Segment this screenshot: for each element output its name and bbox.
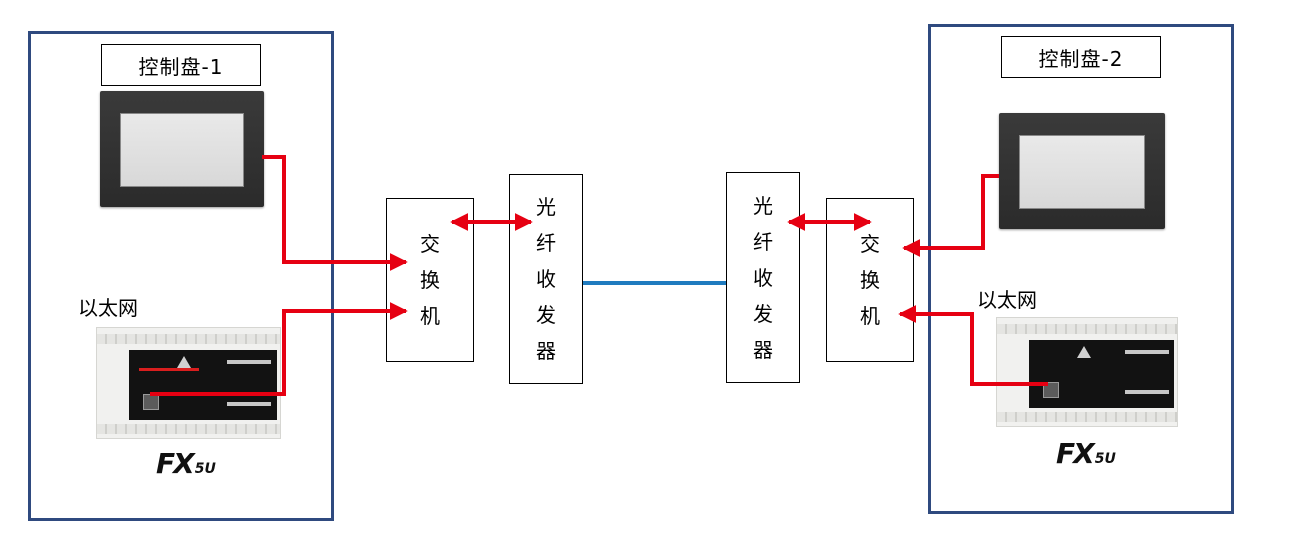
fx5u-brand-main-2: FX (1056, 437, 1095, 470)
control-panel-1 (28, 31, 334, 521)
plc-status-bar-1b (227, 402, 271, 406)
wire-hmi2-to-switch (902, 174, 999, 257)
wire-plc1-to-switch (150, 302, 408, 396)
switch-left-char-2: 换 (420, 268, 440, 292)
hmi-touchscreen-2 (999, 113, 1165, 229)
control-panel-2-title: 控制盘-2 (1001, 36, 1161, 78)
transceiver-left-char-3: 收 (536, 267, 556, 291)
ethernet-label-1: 以太网 (78, 296, 138, 320)
fx5u-brand-logo-1: FX 5U (156, 447, 216, 480)
plc-bottom-terminal-1 (97, 424, 280, 434)
fiber-transceiver-right: 光 纤 收 发 器 (726, 172, 800, 383)
mitsubishi-logo-icon (1077, 346, 1091, 358)
hmi-touchscreen-1 (100, 91, 264, 207)
fx5u-brand-logo-2: FX 5U (1056, 437, 1116, 470)
control-panel-2 (928, 24, 1234, 514)
plc-top-terminal-1 (97, 334, 280, 344)
switch-right-char-2: 换 (860, 268, 880, 292)
fx5u-brand-sub-2: 5U (1094, 451, 1116, 467)
fx5u-brand-main-1: FX (156, 447, 195, 480)
mitsubishi-logo-icon (177, 356, 191, 368)
fx5u-brand-sub-1: 5U (194, 461, 216, 477)
switch-left-char-3: 机 (420, 304, 440, 328)
fiber-transceiver-left: 光 纤 收 发 器 (509, 174, 583, 384)
switch-right-char-1: 交 (860, 232, 880, 256)
transceiver-left-char-1: 光 (536, 195, 556, 219)
transceiver-right-char-3: 收 (753, 265, 773, 290)
transceiver-left-char-5: 器 (536, 339, 556, 363)
switch-left-char-1: 交 (420, 232, 440, 256)
transceiver-right-char-2: 纤 (753, 229, 773, 254)
wire-hmi1-to-switch (262, 155, 408, 271)
plc-top-terminal-2 (997, 324, 1177, 334)
control-panel-2-title-text: 控制盘-2 (1038, 46, 1124, 71)
transceiver-right-char-5: 器 (753, 337, 773, 362)
plc-status-bar-2b (1125, 390, 1169, 394)
plc-red-strip-1 (139, 368, 199, 371)
plc-status-bar-2 (1125, 350, 1169, 354)
plc-bottom-terminal-2 (997, 412, 1177, 422)
transceiver-left-char-2: 纤 (536, 231, 556, 255)
control-panel-1-title-text: 控制盘-1 (138, 54, 224, 79)
plc-status-bar-1 (227, 360, 271, 364)
plc-unit-2 (996, 317, 1178, 427)
hmi-screen-2 (1019, 135, 1145, 209)
transceiver-right-char-4: 发 (753, 301, 773, 326)
ethernet-label-2: 以太网 (977, 288, 1037, 312)
transceiver-right-char-1: 光 (753, 193, 773, 218)
transceiver-left-char-4: 发 (536, 303, 556, 327)
switch-right-char-3: 机 (860, 304, 880, 328)
control-panel-1-title: 控制盘-1 (101, 44, 261, 86)
plc-unit-1 (96, 327, 281, 439)
wire-plc2-to-switch (898, 305, 1048, 386)
hmi-screen-1 (120, 113, 244, 187)
